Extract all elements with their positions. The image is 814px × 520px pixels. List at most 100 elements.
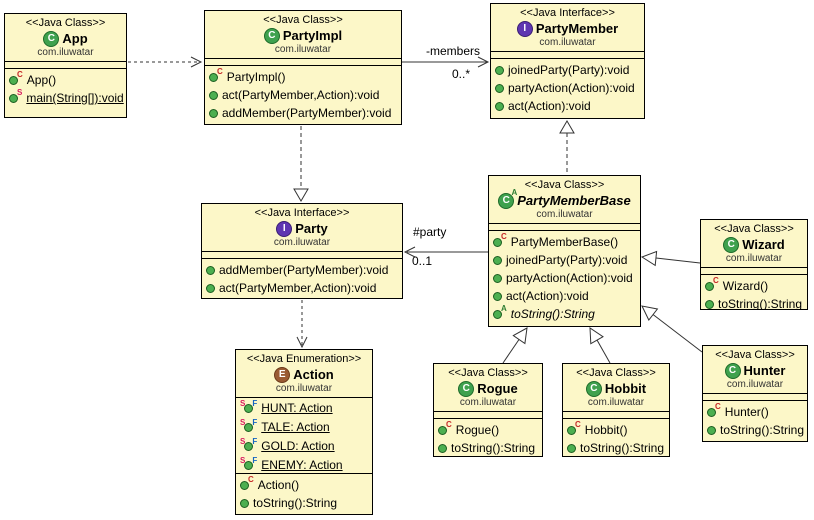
class-name: Rogue: [477, 381, 518, 396]
constructor-icon: C: [493, 233, 507, 247]
public-method-icon: [240, 498, 249, 508]
method-row: joinedParty(Party):void: [491, 61, 644, 79]
public-method-icon: [493, 273, 502, 283]
realization-partymemberbase-to-partymember[interactable]: [559, 120, 575, 174]
package-name: com.iluwatar: [536, 209, 593, 220]
fields-compartment: [434, 412, 542, 419]
package-name: com.iluwatar: [37, 47, 94, 58]
enum-box-action[interactable]: <<Java Enumeration>> E Action com.iluwat…: [235, 349, 373, 515]
methods-compartment: C PartyMemberBase() joinedParty(Party):v…: [489, 231, 640, 326]
method-row: toString():String: [703, 421, 807, 439]
realization-partyimpl-to-party[interactable]: [293, 126, 309, 202]
class-name: Wizard: [742, 237, 785, 252]
package-name: com.iluwatar: [726, 379, 784, 390]
class-box-hobbit[interactable]: <<Java Class>> C Hobbit com.iluwatar C H…: [562, 363, 670, 457]
methods-compartment: C Hunter() toString():String: [703, 401, 807, 441]
stereotype: <<Java Class>>: [448, 367, 528, 379]
generalization-hunter-to-partymemberbase[interactable]: [641, 305, 703, 353]
method-row: C Hobbit(): [563, 421, 669, 439]
method-row: act(PartyMember,Action):void: [205, 86, 401, 104]
public-method-icon: [707, 425, 716, 435]
constructor-icon: C: [707, 403, 721, 417]
fields-compartment: [489, 224, 640, 231]
class-header: <<Java Class>> C App com.iluwatar: [5, 14, 126, 62]
class-icon: C: [724, 362, 741, 379]
fields-compartment: [491, 52, 644, 59]
fields-compartment: [703, 394, 807, 401]
class-header: <<Java Enumeration>> E Action com.iluwat…: [236, 350, 372, 398]
methods-compartment: C Wizard() toString():String: [701, 275, 807, 309]
class-box-partyimpl[interactable]: <<Java Class>> C PartyImpl com.iluwatar …: [204, 10, 402, 125]
stereotype: <<Java Class>>: [263, 14, 343, 26]
class-box-rogue[interactable]: <<Java Class>> C Rogue com.iluwatar C Ro…: [433, 363, 543, 457]
method-row: C Hunter(): [703, 403, 807, 421]
dependency-app-to-partyimpl[interactable]: [128, 56, 203, 68]
class-icon: C: [458, 380, 475, 397]
stereotype: <<Java Class>>: [25, 17, 106, 29]
class-box-hunter[interactable]: <<Java Class>> C Hunter com.iluwatar C H…: [702, 345, 808, 442]
interface-box-party[interactable]: <<Java Interface>> I Party com.iluwatar …: [201, 203, 403, 299]
public-method-icon: [495, 65, 504, 75]
class-name: PartyMemberBase: [517, 193, 631, 208]
class-icon: C: [263, 27, 280, 44]
package-name: com.iluwatar: [273, 237, 331, 248]
methods-compartment: C Hobbit() toString():String: [563, 419, 669, 456]
stereotype: <<Java Class>>: [524, 179, 605, 191]
static-method-icon: S: [9, 89, 22, 103]
generalization-wizard-to-partymemberbase[interactable]: [640, 250, 701, 267]
method-row: toString():String: [563, 439, 669, 456]
public-method-icon: [209, 90, 218, 100]
class-header: <<Java Class>> C Hobbit com.iluwatar: [563, 364, 669, 412]
class-icon: C: [585, 380, 602, 397]
fields-compartment: [202, 252, 402, 259]
public-method-icon: [209, 108, 218, 118]
interface-icon: I: [516, 20, 533, 37]
constructor-icon: C: [567, 421, 581, 435]
public-method-icon: [705, 299, 714, 309]
fields-compartment: [205, 59, 401, 66]
public-method-icon: [206, 283, 215, 293]
method-row: C PartyImpl(): [205, 68, 401, 86]
class-box-app[interactable]: <<Java Class>> C App com.iluwatar C App(…: [4, 13, 127, 118]
association-partymemberbase-to-party[interactable]: [403, 246, 488, 258]
fields-compartment: [701, 268, 807, 275]
enum-icon: E: [274, 366, 291, 383]
class-header: <<Java Interface>> I PartyMember com.ilu…: [491, 4, 644, 52]
methods-compartment: C PartyImpl() act(PartyMember,Action):vo…: [205, 66, 401, 124]
stereotype: <<Java Interface>>: [254, 207, 350, 219]
public-method-icon: [495, 83, 504, 93]
constructor-icon: C: [9, 71, 23, 85]
fields-compartment: [5, 62, 126, 69]
method-row: S main(String[]):void: [5, 89, 126, 107]
method-row: A toString():String: [489, 305, 640, 323]
interface-box-partymember[interactable]: <<Java Interface>> I PartyMember com.ilu…: [490, 3, 645, 119]
method-row: act(Action):void: [489, 287, 640, 305]
association-multiplicity-party: 0..1: [412, 254, 433, 268]
constructor-icon: C: [705, 277, 719, 291]
class-icon: C: [43, 30, 60, 47]
method-row: act(Action):void: [491, 97, 644, 115]
dependency-party-to-action[interactable]: [296, 300, 308, 349]
association-multiplicity-members: 0..*: [452, 67, 471, 81]
method-row: C Rogue(): [434, 421, 542, 439]
method-row: C Wizard(): [701, 277, 807, 295]
class-header: <<Java Class>> C Rogue com.iluwatar: [434, 364, 542, 412]
method-row: partyAction(Action):void: [489, 269, 640, 287]
generalization-hobbit-to-partymemberbase[interactable]: [589, 327, 611, 364]
public-method-icon: [495, 101, 504, 111]
stereotype: <<Java Enumeration>>: [246, 353, 362, 365]
interface-icon: I: [276, 220, 293, 237]
association-partyimpl-to-partymember[interactable]: [402, 56, 490, 68]
package-name: com.iluwatar: [459, 397, 517, 408]
association-role-members: -members: [425, 44, 480, 58]
generalization-rogue-to-partymemberbase[interactable]: [502, 327, 528, 364]
class-box-wizard[interactable]: <<Java Class>> C Wizard com.iluwatar C W…: [700, 219, 808, 310]
